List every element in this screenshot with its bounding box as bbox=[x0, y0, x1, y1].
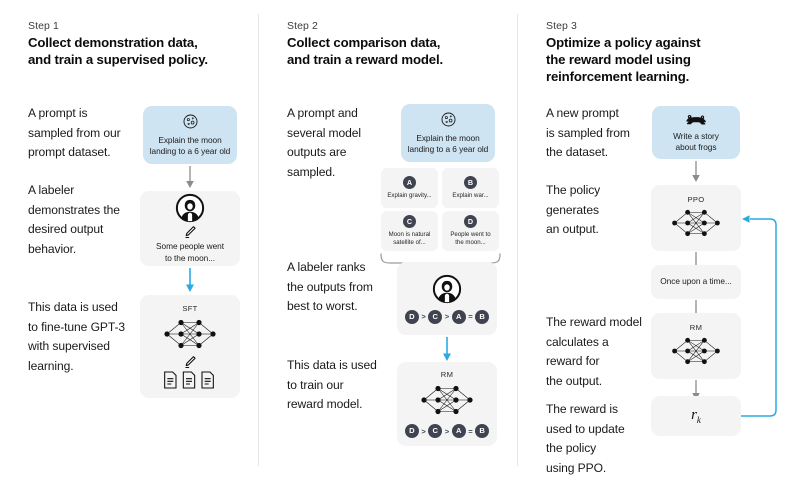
rank-operator-2: > bbox=[444, 312, 450, 321]
step-1-label: Step 1 bbox=[28, 20, 59, 32]
step-3-prompt-card[interactable]: Write a story about frogs bbox=[652, 106, 740, 159]
step-1-arrow-1 bbox=[186, 166, 194, 188]
moon-icon bbox=[441, 112, 455, 126]
step-2-rm-ranking-row: D > C > A = B bbox=[404, 424, 490, 438]
rm-rank-badge-2: C bbox=[428, 424, 443, 438]
rank-operator-3: = bbox=[468, 312, 473, 321]
step-2-title: Collect comparison data, and train a rew… bbox=[287, 35, 444, 67]
step-3-paragraph-2: The policy generates an output. bbox=[546, 183, 601, 236]
step-3-reward-card[interactable]: rk bbox=[651, 396, 741, 436]
step-1-paragraph-2: A labeler demonstrates the desired outpu… bbox=[28, 183, 120, 256]
rank-badge-4: B bbox=[475, 309, 490, 324]
step-3-ppo-card[interactable]: PPO bbox=[651, 185, 741, 251]
step-3-reward-symbol: rk bbox=[691, 407, 701, 425]
option-badge-d: D bbox=[464, 215, 477, 229]
step-3-rm-tag: RM bbox=[689, 322, 703, 332]
step-1-labeler-text: Some people went to the moon... bbox=[156, 241, 224, 263]
step-2-option-d[interactable]: D People went to the moon... bbox=[442, 211, 499, 251]
step-1-labeler-card[interactable]: Some people went to the moon... bbox=[140, 191, 240, 266]
rank-badge-2: C bbox=[428, 309, 443, 324]
step-2-rm-card[interactable]: RM D > C > bbox=[397, 362, 497, 446]
column-divider-2 bbox=[517, 14, 518, 466]
step-2-ranking-card[interactable]: D > C > A = B bbox=[397, 262, 497, 335]
step-3-paragraph-4: The reward is used to update the policy … bbox=[546, 402, 625, 475]
column-divider-1 bbox=[258, 14, 259, 466]
option-text-b: Explain war... bbox=[452, 192, 489, 200]
step-2-label: Step 2 bbox=[287, 20, 318, 32]
step-1-title: Collect demonstration data, and train a … bbox=[28, 35, 208, 67]
labeler-avatar-icon bbox=[175, 193, 205, 223]
step-2-option-a[interactable]: A Explain gravity... bbox=[381, 168, 438, 208]
rank-operator-1: > bbox=[421, 312, 426, 321]
step-3-label: Step 3 bbox=[546, 20, 577, 32]
rm-rank-badge-4: B bbox=[475, 424, 490, 438]
step-2-paragraph-2: A labeler ranks the outputs from best to… bbox=[287, 260, 373, 313]
step-3-output-text: Once upon a time... bbox=[660, 276, 732, 287]
step-2-column: Step 2 Collect comparison data, and trai… bbox=[259, 0, 517, 479]
step-2-arrow-2 bbox=[443, 337, 451, 361]
step-1-column: Step 1 Collect demonstration data, and t… bbox=[0, 0, 258, 479]
step-1-paragraph-3: This data is used to fine-tune GPT-3 wit… bbox=[28, 300, 126, 373]
step-1-arrow-2 bbox=[186, 268, 194, 292]
step-1-sft-tag: SFT bbox=[182, 303, 198, 313]
step-3-ppo-tag: PPO bbox=[687, 194, 705, 204]
pencil-icon bbox=[185, 226, 196, 238]
neural-network-icon bbox=[421, 385, 473, 415]
rm-rank-operator-2: > bbox=[444, 426, 450, 436]
pencil-icon bbox=[185, 355, 196, 368]
moon-icon bbox=[183, 114, 197, 128]
step-3-arrow-1 bbox=[692, 161, 700, 182]
feedback-loop-arrow bbox=[741, 215, 777, 417]
option-text-a: Explain gravity... bbox=[387, 192, 432, 200]
neural-network-icon bbox=[672, 337, 720, 364]
rm-rank-operator-1: > bbox=[421, 426, 426, 436]
rm-rank-badge-3: A bbox=[451, 424, 466, 438]
rank-badge-3: A bbox=[451, 309, 466, 324]
rm-rank-operator-3: = bbox=[468, 426, 473, 436]
rank-badge-1: D bbox=[404, 309, 419, 324]
step-2-option-c[interactable]: C Moon is natural satellite of... bbox=[381, 211, 438, 251]
option-text-c: Moon is natural satellite of... bbox=[388, 231, 431, 246]
step-2-prompt-text: Explain the moon landing to a 6 year old bbox=[407, 132, 489, 155]
step-2-prompt-card[interactable]: Explain the moon landing to a 6 year old bbox=[401, 104, 495, 162]
step-3-output-card[interactable]: Once upon a time... bbox=[651, 265, 741, 299]
documents-icon bbox=[164, 370, 214, 389]
reward-r: r bbox=[691, 407, 697, 423]
neural-network-icon bbox=[164, 319, 216, 348]
step-1-prompt-card[interactable]: Explain the moon landing to a 6 year old bbox=[143, 106, 237, 164]
rm-rank-badge-1: D bbox=[404, 424, 419, 438]
step-1-sft-card[interactable]: SFT bbox=[140, 295, 240, 398]
option-badge-c: C bbox=[403, 215, 416, 229]
frog-icon bbox=[686, 114, 706, 124]
option-badge-b: B bbox=[464, 176, 477, 190]
labeler-avatar-icon bbox=[432, 274, 462, 303]
step-3-title: Optimize a policy against the reward mod… bbox=[546, 35, 701, 84]
step-3-paragraph-1: A new prompt is sampled from the dataset… bbox=[546, 106, 630, 159]
step-2-rm-tag: RM bbox=[440, 370, 454, 379]
reward-subscript: k bbox=[696, 415, 701, 425]
step-2-ranking-row: D > C > A = B bbox=[404, 309, 490, 324]
option-badge-a: A bbox=[403, 176, 416, 190]
step-1-prompt-text: Explain the moon landing to a 6 year old bbox=[149, 134, 231, 157]
step-2-paragraph-3: This data is used to train our reward mo… bbox=[287, 358, 377, 411]
step-3-prompt-text: Write a story about frogs bbox=[673, 130, 719, 153]
neural-network-icon bbox=[672, 209, 720, 236]
step-3-column: Step 3 Optimize a policy against the rew… bbox=[518, 0, 788, 479]
step-2-paragraph-1: A prompt and several model outputs are s… bbox=[287, 106, 361, 179]
step-3-rm-card[interactable]: RM bbox=[651, 313, 741, 379]
step-1-paragraph-1: A prompt is sampled from our prompt data… bbox=[28, 106, 121, 159]
step-2-option-b[interactable]: B Explain war... bbox=[442, 168, 499, 208]
step-3-paragraph-3: The reward model calculates a reward for… bbox=[546, 315, 642, 388]
option-text-d: People went to the moon... bbox=[450, 231, 491, 246]
